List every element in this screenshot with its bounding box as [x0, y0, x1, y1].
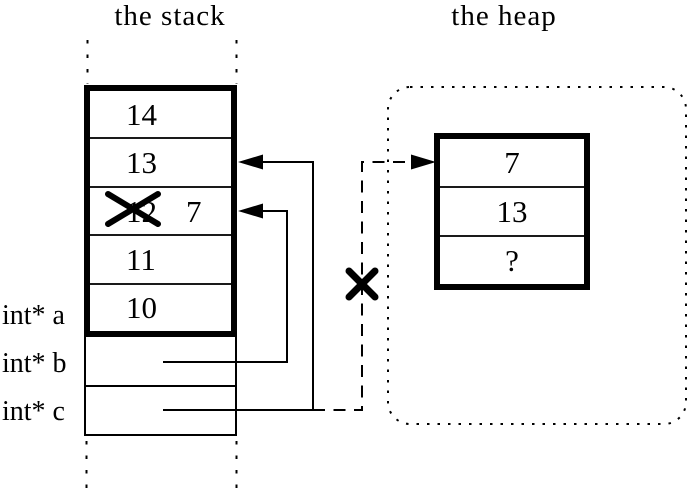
var-label-b: int* b [2, 348, 67, 379]
stack-cell: 10 [90, 282, 231, 331]
crossed-out-value: 12 [126, 193, 157, 229]
var-cell-c [86, 387, 235, 434]
stack-cell: 11 [90, 234, 231, 282]
heap-title: the heap [451, 0, 557, 32]
heap-cell-value: ? [505, 243, 519, 278]
stack-vars-box [84, 337, 237, 436]
arrowhead-into-stack-7 [238, 203, 263, 219]
var-label-c: int* c [2, 396, 65, 427]
heap-cell-value: 7 [504, 145, 520, 180]
heap-block-box: 7 13 ? [434, 133, 590, 290]
overwritten-value: 7 [186, 193, 202, 229]
dangling-pointer-dashed-line [313, 161, 412, 411]
heap-cell-value: 13 [496, 194, 528, 229]
var-label-a: int* a [2, 300, 65, 331]
var-cell-b [86, 337, 235, 387]
heap-cell: 7 [440, 139, 584, 186]
crossout-x-icon-dangling-pointer [345, 267, 379, 301]
stack-cell-value: 13 [126, 145, 157, 181]
heap-cell: 13 [440, 186, 584, 235]
stack-frame-box: 14 13 12 7 11 10 [84, 85, 237, 337]
heap-cell: ? [440, 235, 584, 284]
stack-cell: 14 [90, 91, 231, 137]
arrowhead-into-heap [411, 154, 436, 170]
stack-cell-value: 14 [126, 96, 157, 132]
stack-cell-value: 11 [126, 241, 156, 277]
stack-title: the stack [114, 0, 226, 32]
stack-cell-overwritten: 12 7 [90, 185, 231, 234]
arrowhead-into-stack-13 [238, 154, 263, 170]
stack-cell-value: 10 [126, 290, 157, 326]
stack-cell: 13 [90, 137, 231, 185]
